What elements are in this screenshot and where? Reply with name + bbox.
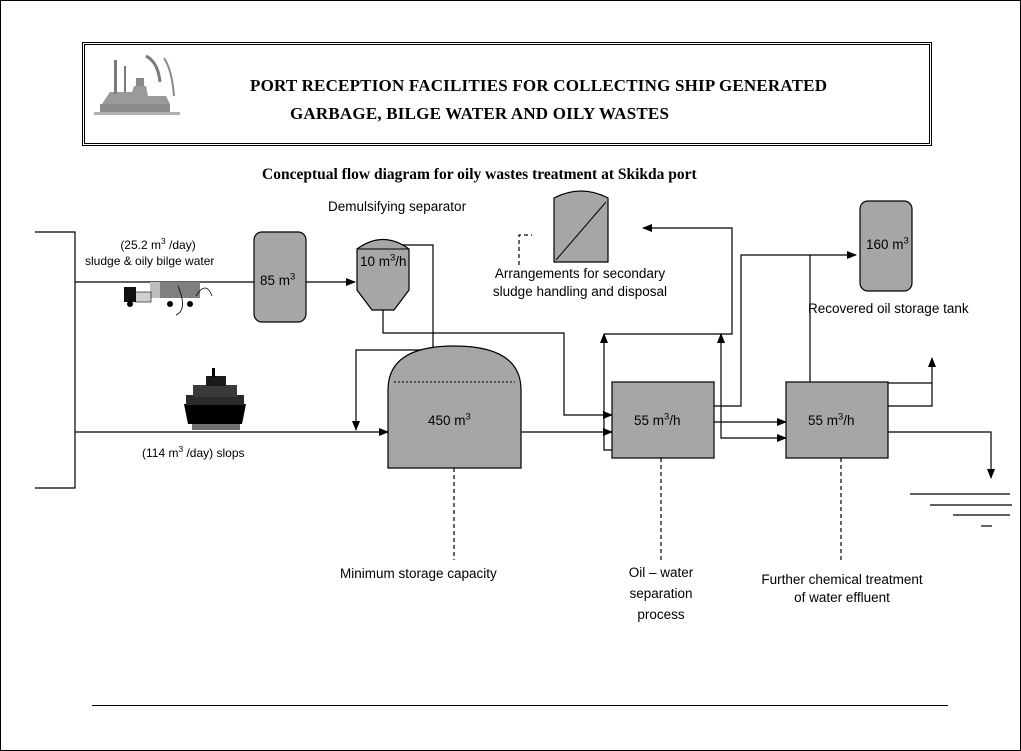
ship-logo: [94, 54, 180, 115]
oil-tank-capacity: 160 m3: [866, 235, 909, 252]
slops-storage-tank: [387, 345, 522, 469]
title-line-1: PORT RECEPTION FACILITIES FOR COLLECTING…: [250, 76, 828, 95]
chemical-unit-capacity: 55 m3/h: [808, 411, 855, 428]
separation-to-chemical-line-2: [720, 422, 787, 442]
separator-title: Demulsifying separator: [328, 199, 467, 214]
separation-unit-capacity: 55 m3/h: [634, 411, 681, 428]
separator-capacity: 10 m3/h: [360, 252, 407, 269]
tanker-truck-icon: [124, 282, 213, 316]
bilge-description-label: sludge & oily bilge water: [85, 254, 215, 268]
source-bracket: [35, 231, 76, 489]
sludge-return-line: [604, 224, 733, 335]
separation-bypass-line: [600, 333, 612, 451]
separator-outlet-line: [382, 310, 613, 419]
recovered-oil-tank: [859, 200, 913, 292]
page-title: PORT RECEPTION FACILITIES FOR COLLECTING…: [250, 72, 950, 128]
slops-rate-label: (114 m3 /day) slops: [142, 444, 245, 460]
chemical-treatment-label: Further chemical treatment of water effl…: [761, 572, 923, 605]
sludge-dashed-line: [518, 234, 532, 265]
demulsifying-separator-vessel: [356, 238, 410, 311]
footer-divider: [92, 705, 948, 706]
bilge-buffer-tank: [253, 231, 307, 323]
chemical-treatment-unit: [785, 381, 889, 459]
bilge-rate-label: (25.2 m3 /day): [120, 236, 196, 252]
title-line-2: GARBAGE, BILGE WATER AND OILY WASTES: [290, 104, 670, 123]
sludge-handling-label: Arrangements for secondary sludge handli…: [492, 266, 668, 299]
diagram-subtitle: Conceptual flow diagram for oily wastes …: [262, 166, 697, 183]
oil-recovery-line: [714, 251, 857, 407]
effluent-outlet-line: [888, 431, 995, 479]
header-box: [82, 42, 932, 146]
separation-process-label: Oil – water separation process: [628, 565, 694, 622]
oil-tank-label: Recovered oil storage tank: [808, 301, 969, 316]
oil-water-separation-unit: [611, 381, 715, 459]
storage-tank-capacity: 450 m3: [428, 411, 471, 428]
chemical-return-line: [888, 357, 936, 407]
sludge-disposal-cylinder: [553, 190, 609, 263]
tanker-ship-icon: [184, 368, 246, 430]
storage-capacity-label: Minimum storage capacity: [340, 566, 497, 581]
bilge-tank-capacity: 85 m3: [260, 271, 296, 288]
